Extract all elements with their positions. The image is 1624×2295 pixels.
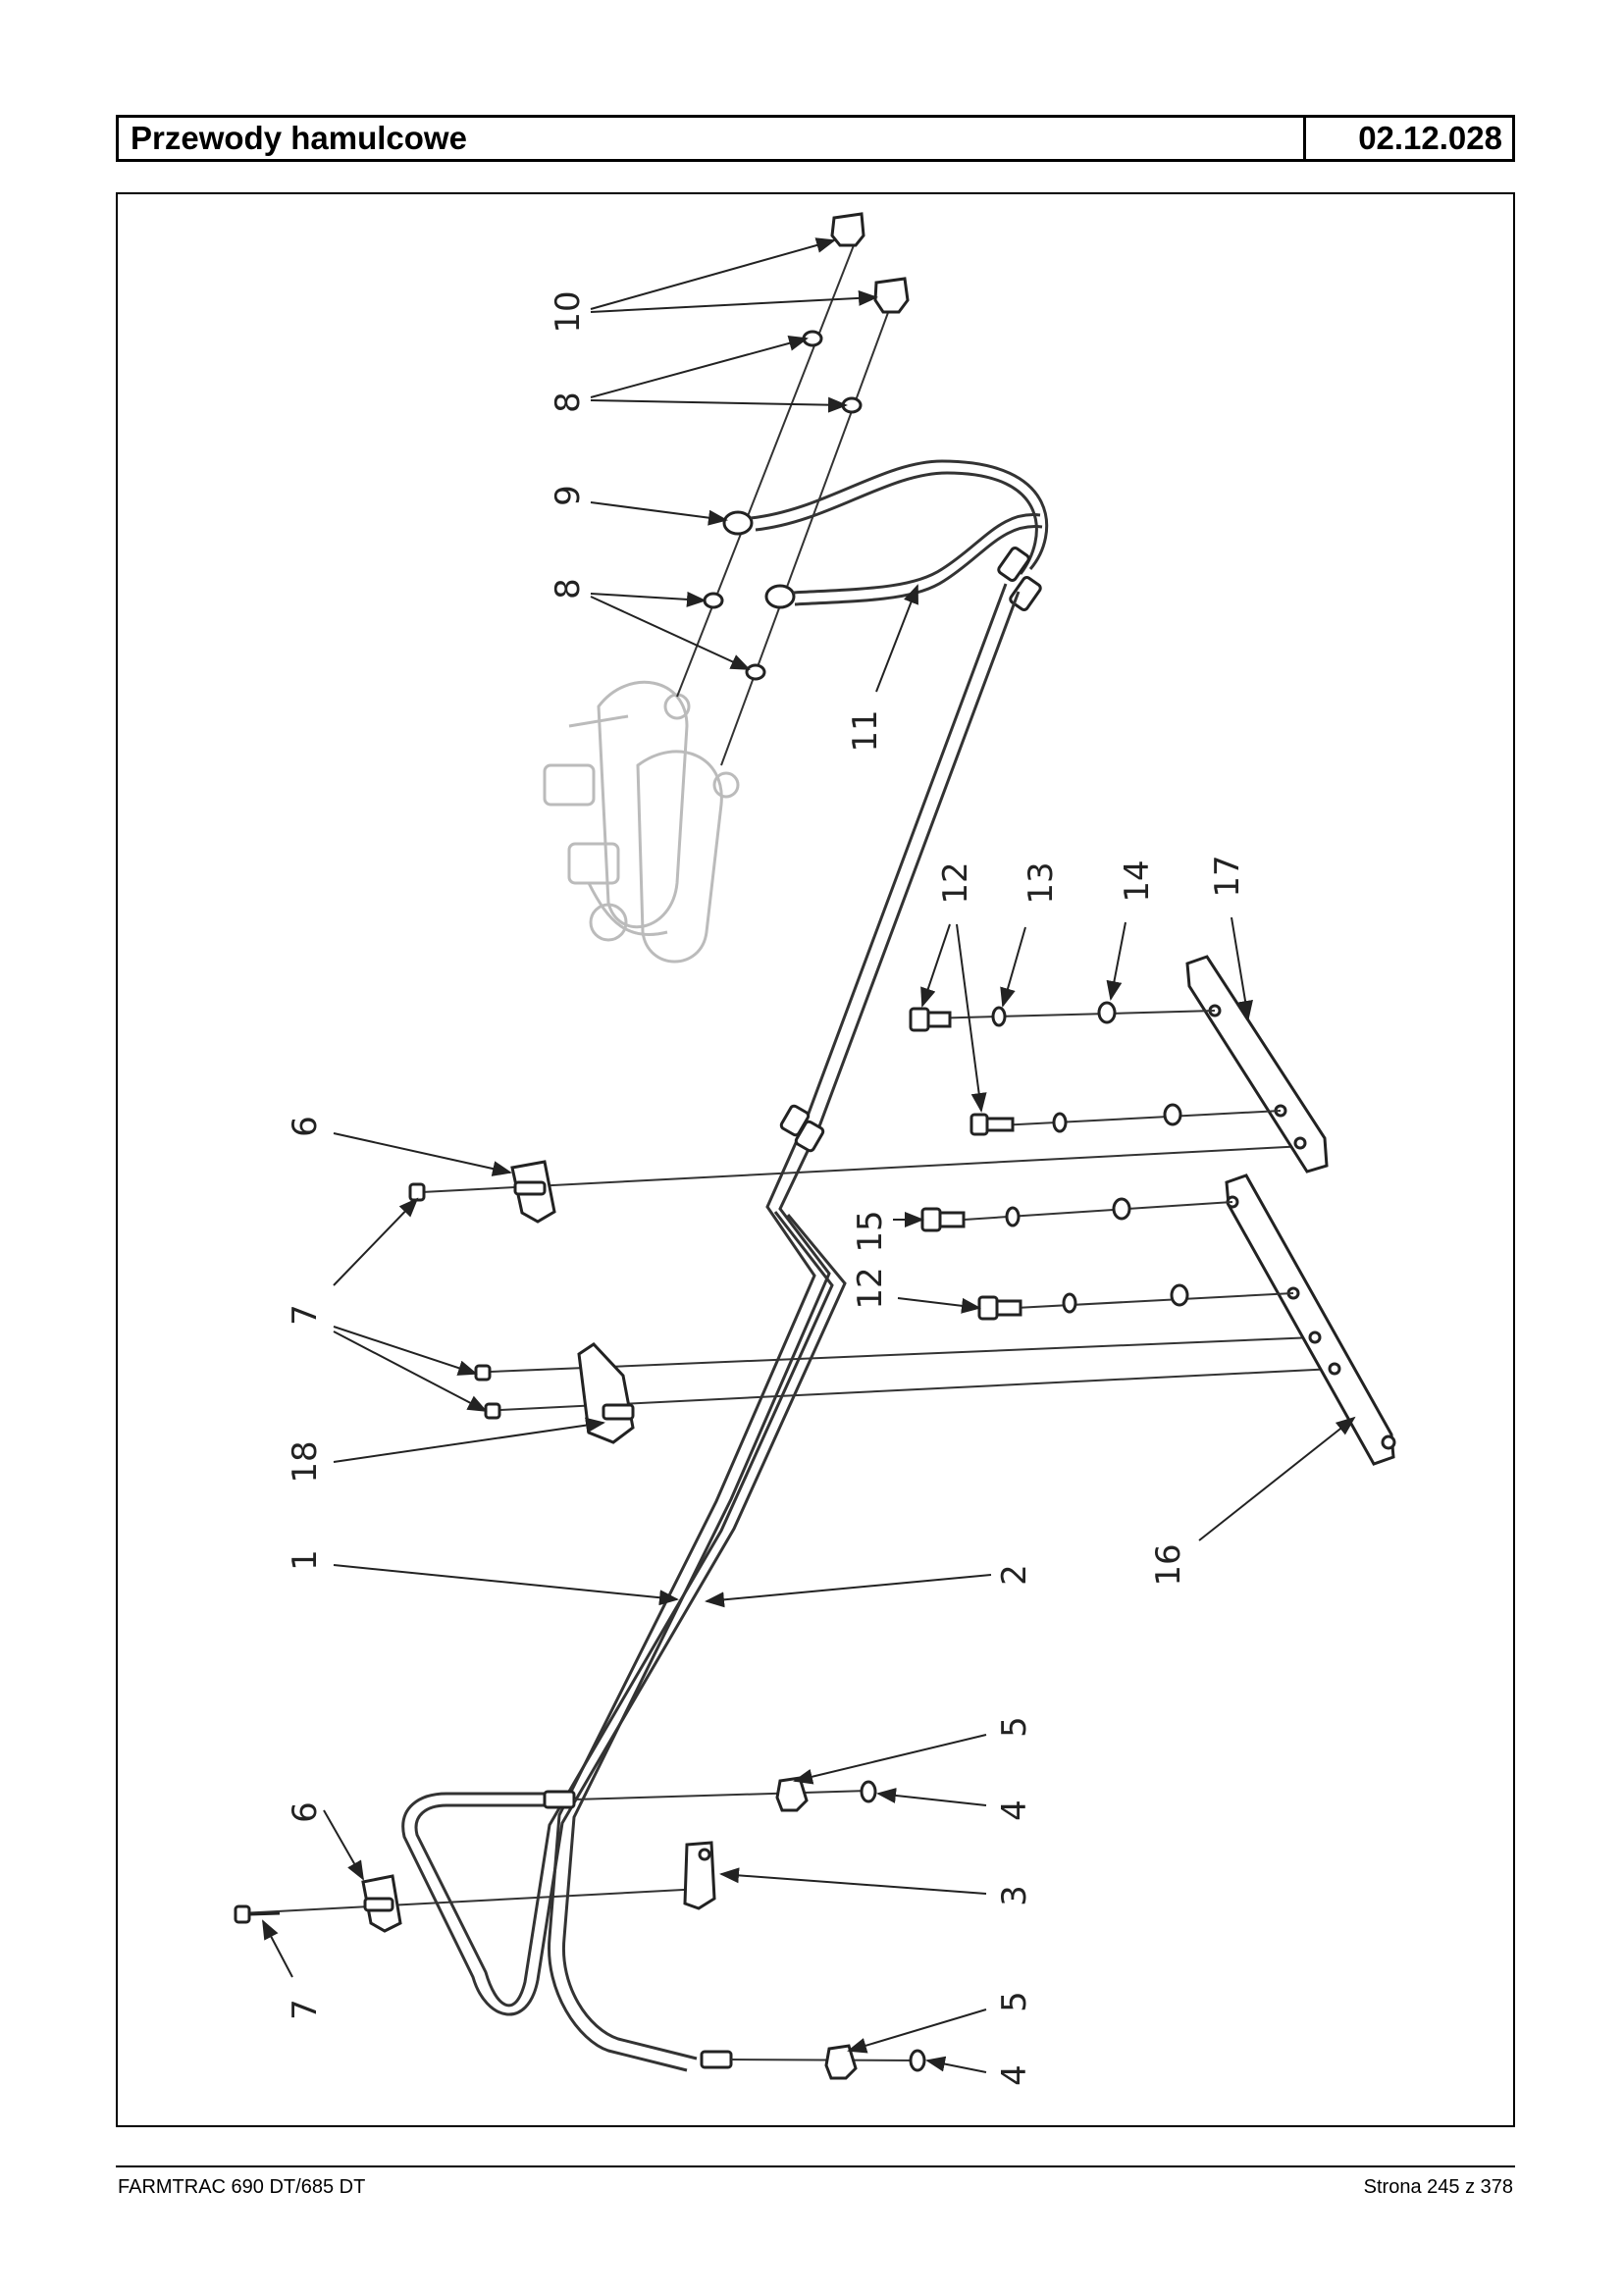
- callout-14: 14: [1118, 860, 1157, 902]
- double-pipe-clamp: [577, 1342, 635, 1444]
- rigid-brake-pipe: [401, 583, 1021, 2072]
- callout-12: 12: [851, 1267, 890, 1309]
- callout-13: 13: [1022, 861, 1061, 904]
- bolt: [909, 1007, 1022, 1321]
- callout-17: 17: [1208, 855, 1247, 897]
- brake-master-cylinder: [543, 680, 740, 964]
- callout-10: 10: [549, 290, 588, 333]
- callout-4: 4: [995, 2064, 1034, 2086]
- callout-6: 6: [286, 1801, 325, 1823]
- callout-1: 1: [286, 1549, 325, 1571]
- washer: [860, 1780, 926, 2072]
- pipe-clamp: [361, 1874, 402, 1933]
- washer: [991, 1001, 1189, 1314]
- title-bar: Przewody hamulcowe 02.12.028: [116, 115, 1515, 162]
- flexible-hose: [750, 459, 1049, 606]
- footer-model: FARMTRAC 690 DT/685 DT: [118, 2176, 366, 2198]
- pipe-bracket: [683, 1841, 716, 1910]
- callout-3: 3: [995, 1885, 1034, 1906]
- callout-15: 15: [851, 1210, 890, 1252]
- diagram-frame: [116, 192, 1515, 2127]
- callout-11: 11: [846, 709, 885, 752]
- mounting-plate: [1225, 1174, 1396, 1466]
- callout-4: 4: [995, 1799, 1034, 1821]
- mounting-plate: [1185, 955, 1329, 1174]
- page-code: 02.12.028: [1358, 120, 1502, 156]
- clamp-bolt: [408, 1182, 426, 1202]
- callout-18: 18: [286, 1440, 325, 1483]
- callout-9: 9: [549, 485, 588, 506]
- callout-2: 2: [995, 1564, 1034, 1586]
- footer-rule: [116, 2165, 1515, 2167]
- callout-12: 12: [936, 861, 975, 904]
- banjo-fitting: [722, 510, 796, 609]
- callout-8: 8: [549, 391, 588, 413]
- callout-5: 5: [995, 1991, 1034, 2012]
- callout-16: 16: [1149, 1543, 1188, 1586]
- footer-page-number: Strona 245 z 378: [1363, 2176, 1513, 2198]
- callout-6: 6: [286, 1116, 325, 1137]
- callout-7: 7: [286, 1999, 325, 2020]
- page-title: Przewody hamulcowe: [119, 118, 1306, 159]
- callout-labels: 10 8 9 8 11 12 13 14 17 15 12 6 7 18 1 2…: [286, 290, 1247, 2085]
- pipe-clamp: [510, 1160, 556, 1224]
- callout-7: 7: [286, 1304, 325, 1326]
- clamp-bolt: [234, 1904, 281, 1924]
- callout-5: 5: [995, 1716, 1034, 1738]
- callout-8: 8: [549, 578, 588, 600]
- pipe-union-nut: [775, 1776, 858, 2080]
- banjo-bolt: [830, 212, 910, 314]
- clamp-bolt: [474, 1364, 501, 1420]
